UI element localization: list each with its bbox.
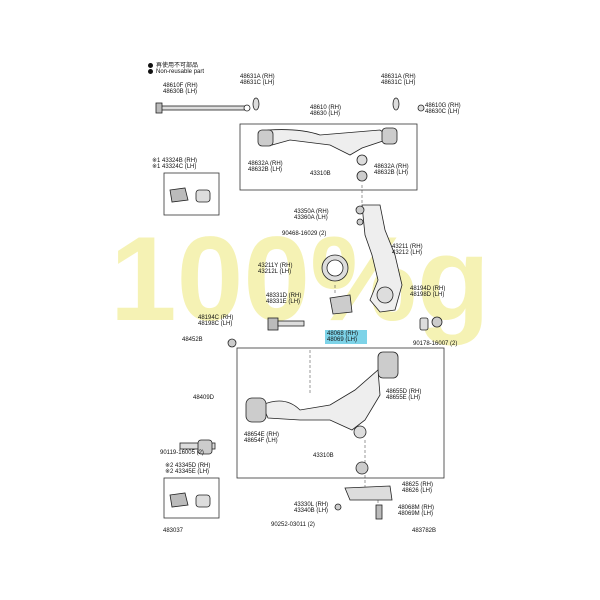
nut-right xyxy=(417,104,425,112)
part-90252[interactable]: 90252-03011 (2) xyxy=(271,522,315,528)
ball-joint-upper xyxy=(329,294,353,315)
part-48631A-right[interactable]: 48631A (RH)48631C (LH) xyxy=(381,74,416,87)
selected-part-highlight xyxy=(325,330,367,344)
part-48632A-right[interactable]: 48632A (RH)48632B (LH) xyxy=(374,164,409,177)
washer-left xyxy=(252,97,260,111)
footer-code-left: 483037 xyxy=(163,528,184,534)
part-43211Y[interactable]: 43211Y (RH)43212L (LH) xyxy=(258,263,293,276)
middle-bolt xyxy=(227,317,305,348)
upper-arm-box xyxy=(239,123,418,191)
part-43345D[interactable]: ※2 43345D (RH)※2 43345E (LH) xyxy=(165,463,211,476)
part-90178[interactable]: 90178-16007 (2) xyxy=(413,341,458,347)
lower-arm-box xyxy=(236,347,445,479)
legend-nonreusable-en: Non-reusable part xyxy=(148,69,204,75)
bushing-rear xyxy=(377,351,399,379)
part-43310B-bottom[interactable]: 43310B xyxy=(313,453,334,459)
part-48655D[interactable]: 48655D (RH)48655E (LH) xyxy=(386,389,422,402)
lower-arm xyxy=(245,369,381,439)
part-48331D[interactable]: 48331D (RH)48331E (LH) xyxy=(266,293,302,306)
insulator-box-top xyxy=(163,172,220,216)
lower-bolt xyxy=(179,439,216,455)
part-48452B[interactable]: 48452B xyxy=(182,337,203,343)
part-48632A-left[interactable]: 48632A (RH)48632B (LH) xyxy=(248,161,283,174)
part-90468[interactable]: 90468-16029 (2) xyxy=(282,231,327,237)
part-48631A-left[interactable]: 48631A (RH)48631C (LH) xyxy=(240,74,275,87)
part-48610[interactable]: 48610 (RH)48630 (LH) xyxy=(310,105,342,118)
steering-knuckle xyxy=(355,204,403,313)
part-43310B-top[interactable]: 43310B xyxy=(310,171,331,177)
part-43324B[interactable]: ※1 43324B (RH)※1 43324C (LH) xyxy=(152,158,198,171)
upper-arm xyxy=(257,127,398,182)
insulator-box-bottom xyxy=(163,477,220,519)
part-48610G[interactable]: 48610G (RH)48630C (LH) xyxy=(425,103,461,116)
washer-right xyxy=(392,97,400,111)
part-43330L[interactable]: 43330L (RH)43340B (LH) xyxy=(294,502,329,515)
part-48194C[interactable]: 48194C (RH)48198C (LH) xyxy=(198,315,234,328)
upper-bolt xyxy=(155,102,251,114)
footer-code-right: 483782B xyxy=(412,528,437,534)
part-48194D[interactable]: 48194D (RH)48198D (LH) xyxy=(410,286,446,299)
part-48654E[interactable]: 48654E (RH)48654F (LH) xyxy=(244,432,280,445)
part-48068M[interactable]: 48068M (RH)48069M (LH) xyxy=(398,505,435,518)
part-48625[interactable]: 48625 (RH)48626 (LH) xyxy=(402,482,434,495)
part-48610F[interactable]: 48610F (RH)48630B (LH) xyxy=(163,83,198,96)
part-48068[interactable]: 48068 (RH)48069 (LH) xyxy=(327,331,359,344)
part-43350A[interactable]: 43350A (RH)43360A (LH) xyxy=(294,209,329,222)
legend-nonreusable-jp: 再使用不可部品 xyxy=(148,60,198,69)
part-90119[interactable]: 90119-16005 (2) xyxy=(160,450,204,456)
lower-ball-joint xyxy=(334,461,393,520)
part-43211[interactable]: 43211 (RH)43212 (LH) xyxy=(392,244,423,257)
part-48409D[interactable]: 48409D xyxy=(193,395,215,401)
